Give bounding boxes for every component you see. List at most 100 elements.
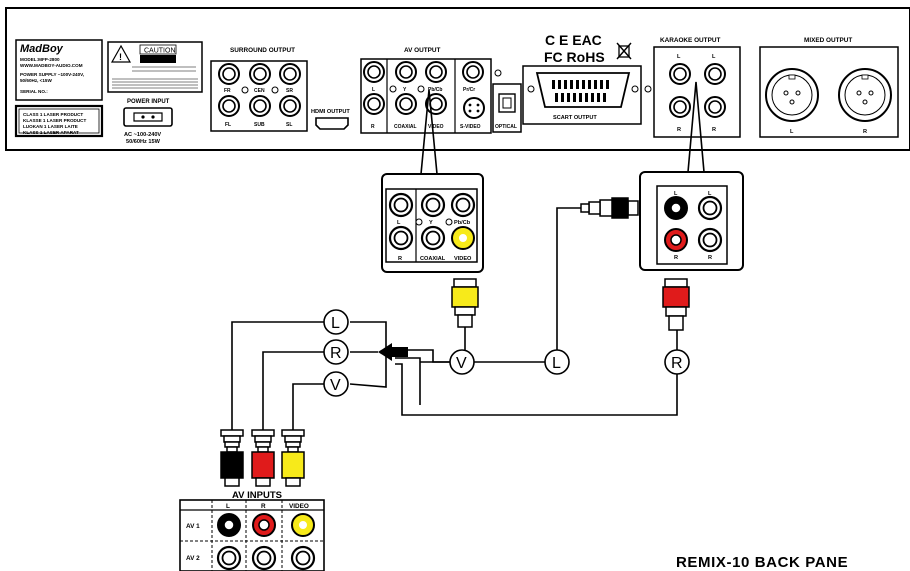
svg-text:L: L [552, 355, 561, 372]
xlr-left [765, 68, 819, 122]
av1-l-jack-black [217, 513, 241, 537]
svg-text:Pb/Cb: Pb/Cb [428, 87, 442, 93]
model-label: MadBoy MODEL:MFP-2800 WWW.MADBOY-AUDIO.C… [15, 39, 103, 101]
mixed-output: MIXED OUTPUT L R [759, 37, 899, 138]
video-plug-yellow [451, 278, 479, 328]
svg-text:V: V [456, 355, 467, 372]
av1-video-jack-yellow [291, 513, 315, 537]
svg-text:SUB: SUB [254, 122, 265, 128]
av1-r-jack-red [252, 513, 276, 537]
jack-sl [279, 95, 301, 117]
jack-sr [279, 63, 301, 85]
weee-bin-icon [616, 42, 632, 60]
fcc-rohs-mark: FC RoHS [544, 49, 605, 65]
cable-label-l: L [544, 349, 570, 375]
cable-label-l-top: L [323, 309, 349, 335]
karaoke-r-plug [662, 278, 690, 331]
jack-sub [249, 95, 271, 117]
power-supply-text: POWER SUPPLY ~100V-240V, [20, 72, 84, 77]
svg-text:R: R [863, 129, 867, 135]
plug-v-yellow [281, 429, 305, 487]
jack-av-r [363, 93, 385, 115]
jack-coaxial [395, 93, 417, 115]
hdmi-output: HDMI OUTPUT [311, 109, 350, 130]
av-output: AV OUTPUT L Y Pb/Cb Pr/Cr R COAXIAL VIDE… [360, 47, 502, 134]
jack-kara-l2 [704, 63, 726, 85]
laser-line-2: KLASSE 1 LASER PRODUCT [23, 118, 86, 123]
svg-text:Y: Y [429, 220, 433, 226]
certification-marks: C E EAC FC RoHS [544, 32, 632, 65]
brand-logo: MadBoy [20, 43, 64, 55]
jack-kara-r1 [669, 96, 691, 118]
row-av1: AV 1 [186, 523, 200, 530]
col-l: L [226, 503, 230, 510]
av-output-title: AV OUTPUT [404, 47, 441, 54]
svg-text:SL: SL [286, 122, 292, 128]
svg-text:Pr/Cr: Pr/Cr [463, 87, 475, 93]
jack-fr [218, 63, 240, 85]
jack-av-l [363, 61, 385, 83]
svg-text:R: R [674, 255, 678, 261]
scart-output: SCART OUTPUT [522, 65, 652, 125]
svg-text:L: L [372, 87, 375, 93]
surround-output: SURROUND OUTPUT FR CEN SR FL SUB SL [210, 47, 308, 132]
callout-lines [420, 81, 705, 175]
optical-title: OPTICAL [495, 124, 517, 130]
svg-text:R: R [330, 345, 342, 362]
av-inputs-panel: AV INPUTS L R VIDEO AV 1 AV 2 [179, 490, 325, 571]
jack-kara-l1 [669, 63, 691, 85]
av2-r-jack [251, 545, 277, 571]
svg-text:R: R [671, 355, 683, 372]
svg-text:R: R [677, 127, 681, 133]
svg-text:COAXIAL: COAXIAL [394, 124, 417, 130]
svg-text:L: L [674, 191, 678, 197]
video-out-jack-yellow [451, 226, 475, 250]
svg-text:Pb/Cb: Pb/Cb [454, 220, 471, 226]
caution-label: ! CAUTION [107, 41, 203, 93]
power-freq-text: 50/60Hz, <15W [20, 78, 52, 83]
arrow-icon [378, 343, 408, 361]
cable-label-r-mid: R [323, 339, 349, 365]
jack-y [395, 61, 417, 83]
scart-title: SCART OUTPUT [553, 115, 597, 121]
plug-r-red [251, 429, 275, 487]
col-r: R [261, 503, 266, 510]
power-input-title: POWER INPUT [127, 99, 170, 105]
svg-text:R: R [398, 256, 402, 262]
laser-line-3: LUOKAN 1 LASER LAITE [23, 124, 78, 129]
serial-text: SERIAL NO.: [20, 89, 48, 94]
xlr-right [838, 68, 892, 122]
karaoke-title: KARAOKE OUTPUT [660, 37, 720, 44]
caption: REMIX-10 BACK PANE [676, 554, 848, 571]
svg-text:S-VIDEO: S-VIDEO [460, 124, 481, 130]
laser-line-4: KLASS 1 LASER APARAT [23, 130, 79, 135]
cable-label-v: V [449, 349, 475, 375]
power-input: POWER INPUT AC ~100-240V 50/60Hz 15W [123, 99, 173, 145]
hdmi-title: HDMI OUTPUT [311, 109, 350, 115]
svg-text:VIDEO: VIDEO [428, 124, 444, 130]
warning-icon [110, 44, 132, 63]
row-av2: AV 2 [186, 555, 200, 562]
svg-text:L: L [708, 191, 712, 197]
jack-prcr [462, 61, 484, 83]
cable-label-r: R [664, 349, 690, 375]
caution-text: CAUTION [144, 48, 176, 55]
karaoke-l-plug [580, 197, 639, 219]
power-rating-2: 50/60Hz 15W [126, 139, 161, 145]
svg-text:R: R [712, 127, 716, 133]
jack-fl [218, 95, 240, 117]
jack-cen [249, 63, 271, 85]
svg-text:CEN: CEN [254, 88, 265, 94]
cable-label-v-low: V [323, 371, 349, 397]
mixed-title: MIXED OUTPUT [804, 37, 852, 44]
karaoke-r-jack-red [664, 228, 688, 252]
svg-text:COAXIAL: COAXIAL [420, 256, 446, 262]
av-inputs-title: AV INPUTS [232, 490, 282, 501]
svg-text:L: L [397, 220, 401, 226]
svg-text:L: L [712, 54, 716, 60]
col-video: VIDEO [289, 503, 309, 510]
power-rating-1: AC ~100-240V [124, 132, 161, 138]
jack-pbcb [425, 61, 447, 83]
svg-text:R: R [371, 124, 375, 130]
